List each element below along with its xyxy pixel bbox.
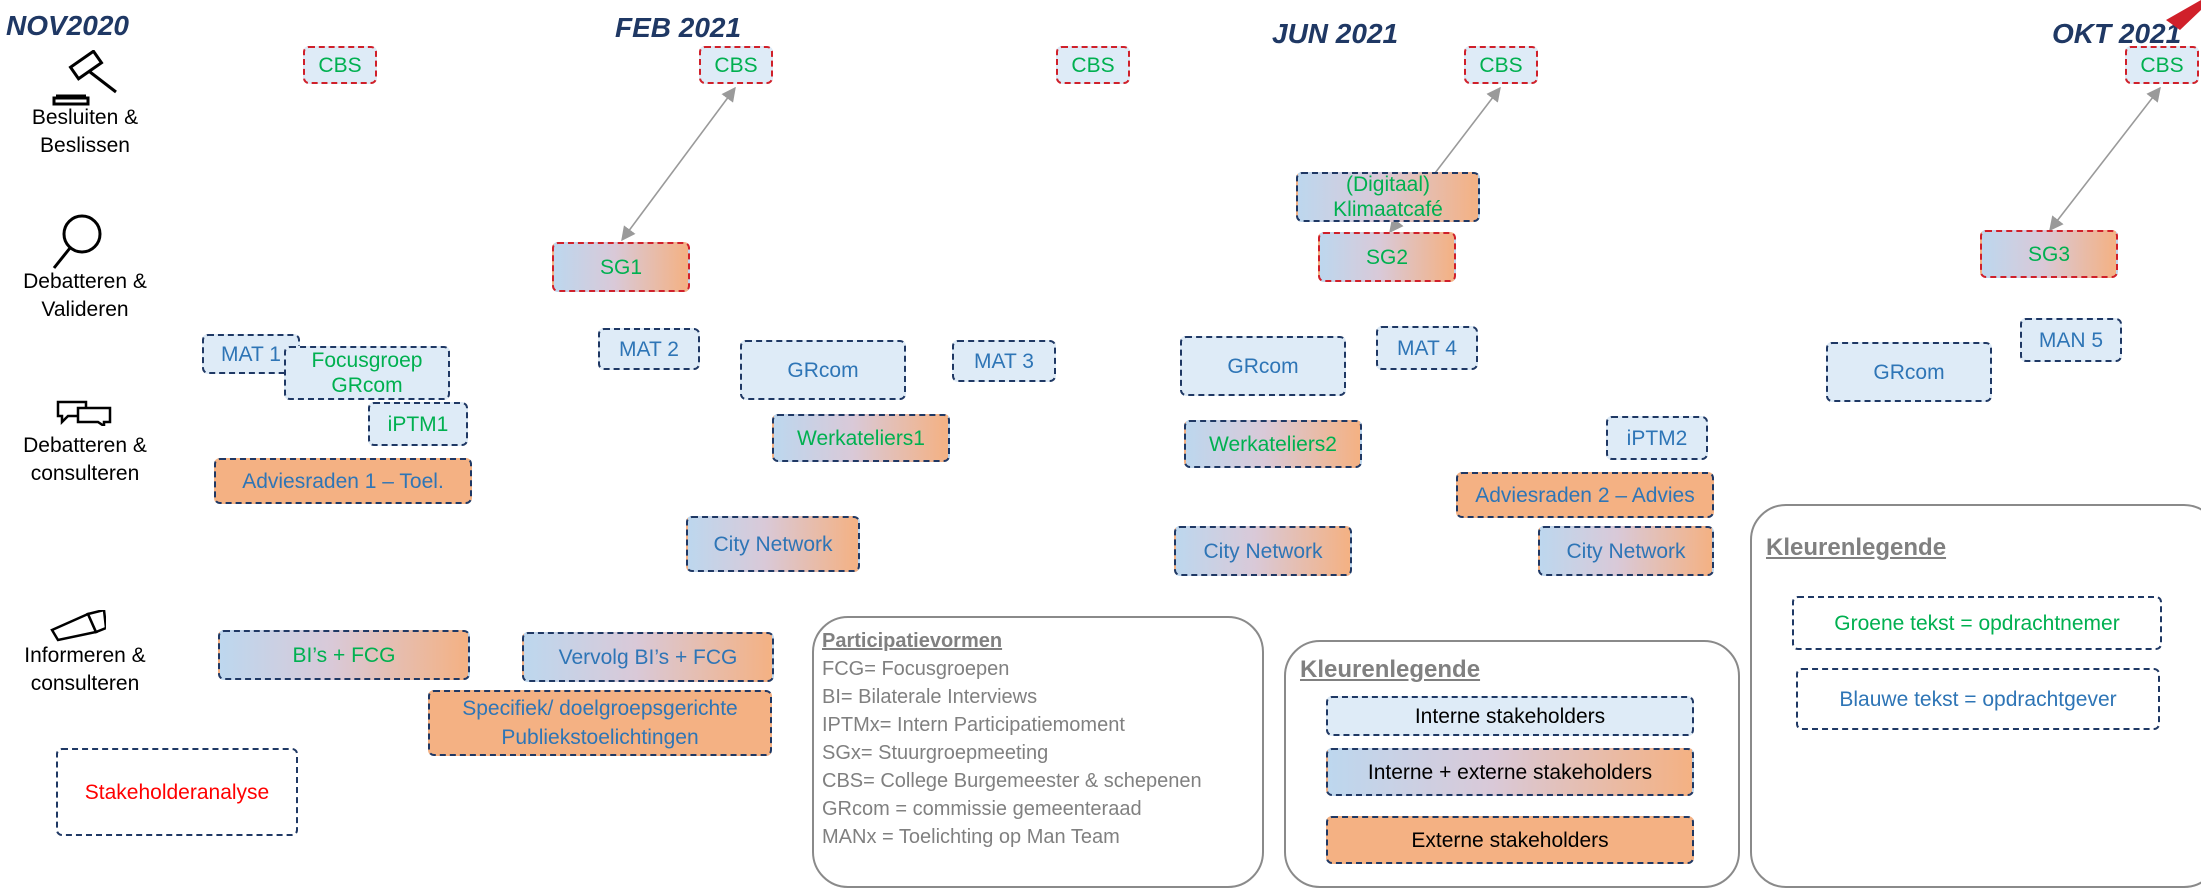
legend-external-stakeholders: Externe stakeholders <box>1326 816 1694 864</box>
month-feb-2021: FEB 2021 <box>615 12 742 43</box>
arrow-sg3-cbs <box>2049 86 2161 232</box>
focusgroep-grcom-box: Focusgroep GRcom <box>284 346 450 400</box>
focusgroep-line2: GRcom <box>331 374 403 397</box>
city-network-box-okt: City Network <box>1538 526 1714 576</box>
mat4-box: MAT 4 <box>1376 326 1478 370</box>
row-label-besluiten: Besluiten & Beslissen <box>31 106 139 157</box>
definition-man: MANx = Toelichting op Man Team <box>822 826 1120 848</box>
participatievormen-title: Participatievormen <box>822 630 1003 652</box>
klimaatcafe-line2: Klimaatcafé <box>1333 198 1443 221</box>
gavel-icon <box>52 50 117 106</box>
month-jun-2021: JUN 2021 <box>1272 18 1399 49</box>
definition-grcom: GRcom = commissie gemeenteraad <box>822 798 1142 820</box>
mat3-box: MAT 3 <box>952 340 1056 382</box>
definition-bi: BI= Bilaterale Interviews <box>822 686 1038 708</box>
definition-iptm: IPTMx= Intern Participatiemoment <box>822 714 1125 736</box>
fill-legend-title: Kleurenlegende <box>1300 656 1481 683</box>
focusgroep-line1: Focusgroep <box>311 349 423 372</box>
cbs-box-nov2020: CBS <box>303 46 377 84</box>
definition-sg: SGx= Stuurgroepmeeting <box>822 742 1049 764</box>
adviesraden2-box: Adviesraden 2 – Advies <box>1456 472 1714 518</box>
city-network-box-feb: City Network <box>686 516 860 572</box>
klimaatcafe-box: (Digitaal) Klimaatcafé <box>1296 172 1480 222</box>
iptm1-box: iPTM1 <box>368 402 468 446</box>
legend-internal-stakeholders: Interne stakeholders <box>1326 696 1694 736</box>
stakeholderanalyse-box: Stakeholderanalyse <box>56 748 298 836</box>
row-label-debatteren-valideren: Debatteren & Valideren <box>23 270 147 321</box>
participatievormen-list: Participatievormen FCG= Focusgroepen BI=… <box>822 627 1202 851</box>
specifiek-line2: Publiekstoelichtingen <box>501 726 699 749</box>
klimaatcafe-line1: (Digitaal) <box>1345 173 1431 196</box>
cbs-box-mar2021: CBS <box>1056 46 1130 84</box>
legend-blue-text: Blauwe tekst = opdrachtgever <box>1796 668 2160 730</box>
grcom-box-jun: GRcom <box>1180 336 1346 396</box>
magnifier-icon <box>52 214 102 269</box>
grcom-box-feb: GRcom <box>740 340 906 400</box>
man5-box: MAN 5 <box>2020 318 2122 362</box>
row-label-debatteren-consulteren: Debatteren & consulteren <box>23 434 147 485</box>
megaphone-icon <box>50 610 106 642</box>
adviesraden1-box: Adviesraden 1 – Toel. <box>214 458 472 504</box>
cbs-box-jun2021: CBS <box>1464 46 1538 84</box>
sg1-box: SG1 <box>552 242 690 292</box>
month-okt-2021: OKT 2021 <box>2052 18 2182 49</box>
grcom-box-okt: GRcom <box>1826 342 1992 402</box>
speech-bubbles-icon <box>56 400 112 426</box>
iptm2-box: iPTM2 <box>1606 416 1708 460</box>
arrow-sg1-cbs <box>621 86 736 242</box>
sg3-box: SG3 <box>1980 230 2118 278</box>
cbs-box-okt2021: CBS <box>2125 46 2199 84</box>
participatievormen-panel <box>812 616 1264 888</box>
werkateliers1-box: Werkateliers1 <box>772 414 950 462</box>
month-nov-2020: NOV2020 <box>6 10 129 41</box>
legend-green-text: Groene tekst = opdrachtnemer <box>1792 596 2162 650</box>
city-network-box-jun: City Network <box>1174 526 1352 576</box>
text-legend-title: Kleurenlegende <box>1766 534 1947 561</box>
cbs-box-feb2021: CBS <box>699 46 773 84</box>
specifiek-line1: Specifiek/ doelgroepsgerichte <box>462 697 738 720</box>
definition-fcg: FCG= Focusgroepen <box>822 658 1010 680</box>
legend-mixed-stakeholders: Interne + externe stakeholders <box>1326 748 1694 796</box>
bis-fcg-box: BI’s + FCG <box>218 630 470 680</box>
row-label-informeren-consulteren: Informeren & consulteren <box>24 644 146 695</box>
mat2-box: MAT 2 <box>598 328 700 370</box>
vervolg-bis-fcg-box: Vervolg BI’s + FCG <box>522 632 774 682</box>
specifiek-publiekstoelichtingen-box: Specifiek/ doelgroepsgerichte Publieksto… <box>428 690 772 756</box>
definition-cbs: CBS= College Burgemeester & schepenen <box>822 770 1202 792</box>
werkateliers2-box: Werkateliers2 <box>1184 420 1362 468</box>
sg2-box: SG2 <box>1318 232 1456 282</box>
